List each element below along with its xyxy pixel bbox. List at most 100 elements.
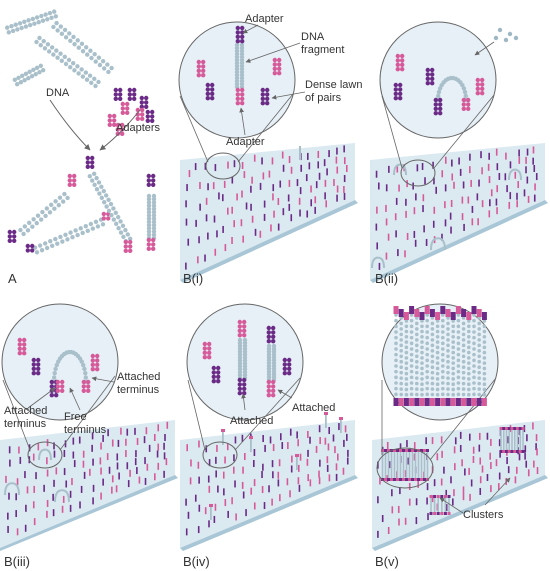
adapter-bead (287, 371, 292, 376)
strand-bead (472, 386, 476, 391)
pointer-attached-left (27, 387, 56, 409)
strand-bead (43, 12, 48, 17)
strand-row (6, 14, 59, 35)
surface-primer (55, 467, 58, 475)
adapter-bead (95, 367, 100, 372)
cluster-strand (448, 498, 450, 512)
cluster-adapter (476, 398, 482, 406)
surface-primer (310, 199, 313, 207)
adapter-bead (151, 242, 156, 247)
strand-bead (68, 38, 73, 43)
strand-bead (92, 52, 97, 57)
cluster-adapter (440, 306, 446, 314)
surface-primer (336, 194, 338, 202)
ligated-adapter (146, 237, 156, 251)
arrow-adapters (99, 109, 141, 151)
adapter-bead (127, 92, 132, 97)
surface-primer (496, 207, 498, 215)
free-adapter (139, 95, 149, 110)
cluster-strand (500, 430, 502, 450)
strand-bead (394, 347, 398, 351)
strand-bead (80, 230, 85, 236)
strand-bead (409, 352, 414, 357)
strand-bead (151, 206, 157, 212)
surface-primer (498, 472, 501, 480)
cluster-adapter (419, 398, 425, 406)
surface-primer (533, 460, 535, 468)
strand-bead (415, 381, 419, 386)
adapter-bead (242, 377, 247, 383)
strand-bead (420, 324, 424, 329)
strand-bead (399, 359, 404, 364)
panel-b2: B(ii) (370, 21, 548, 286)
strand-bead (34, 220, 39, 226)
adapter-bead (151, 173, 156, 179)
flow-cell-surface (372, 420, 545, 548)
zoom-line-right (433, 94, 495, 169)
surface-primer (479, 487, 482, 495)
adapter-bead (150, 118, 155, 124)
adapter-bead (25, 248, 30, 253)
surface-primer (328, 474, 331, 482)
surface-primer (46, 457, 48, 465)
surface-primer (385, 218, 388, 226)
adapter-bead (265, 92, 270, 97)
dna-label: DNA (46, 87, 70, 99)
flow-cell-edge (0, 475, 178, 551)
ligated-dna (32, 217, 106, 255)
surface-primer (488, 210, 491, 218)
strand-bead (435, 356, 440, 360)
surface-primer (441, 233, 443, 241)
ligated-adapter (7, 229, 17, 243)
surface-primer (243, 452, 246, 460)
adapter-bead (438, 102, 443, 107)
surface-primer (253, 448, 256, 456)
surface-primer (197, 526, 200, 534)
surface-primer (120, 427, 122, 435)
cluster-base (499, 450, 503, 453)
adapter-bead (90, 362, 96, 367)
surface-primer (427, 513, 429, 521)
surface-primer (233, 454, 235, 462)
adapter-bead (101, 216, 107, 221)
surface-primer (16, 528, 19, 536)
strand-bead (451, 371, 456, 376)
strand-bead (151, 219, 157, 225)
surface-primer (92, 484, 95, 492)
adapter-bead (461, 106, 466, 112)
strand-bead (461, 349, 466, 353)
surface-primer (495, 198, 498, 206)
adapter-bead (272, 66, 277, 72)
surface-primer (335, 473, 338, 481)
strand-bead (451, 329, 456, 334)
surface-primer (451, 159, 453, 167)
surface-primer (117, 439, 120, 447)
surface-primer (215, 470, 217, 478)
adapter-bead (395, 62, 400, 67)
strand-bead (482, 361, 487, 365)
strand-bead (22, 19, 27, 25)
surface-primer (212, 182, 215, 190)
surface-primer (523, 189, 526, 197)
adapter-bead (237, 333, 242, 338)
strand-bead (38, 217, 44, 222)
strand-bead (151, 216, 157, 221)
strand-bead (409, 330, 414, 334)
strand-bead (151, 213, 157, 218)
adapter-bead (127, 96, 132, 102)
surface-primer (504, 173, 507, 181)
surface-primer (379, 477, 381, 485)
strand-row (54, 20, 114, 71)
surface-primer (233, 220, 235, 228)
adapter-bead (205, 87, 210, 92)
surface-primer (453, 181, 455, 189)
free-adapter (113, 87, 123, 102)
cluster-tip (426, 449, 429, 452)
strand-bead (17, 21, 23, 26)
adapter-bead (146, 173, 151, 179)
adapter-bead (31, 362, 36, 367)
strand-bead (151, 229, 157, 234)
surface-fragment (250, 438, 252, 452)
surface-primer (488, 176, 491, 184)
surface-primer (134, 458, 137, 466)
